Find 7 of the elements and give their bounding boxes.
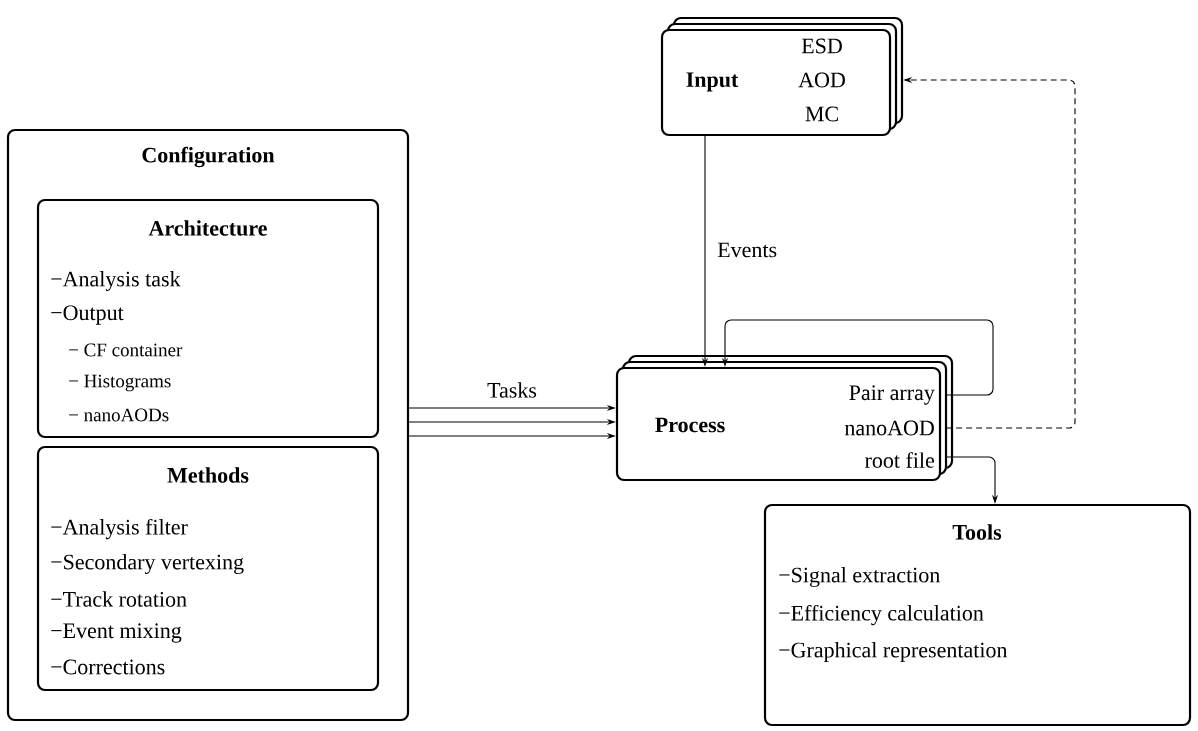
panel-box: Methods −Analysis filter −Secondary vertexing −Track rotation −Event mixing −Corrections: [36, 445, 380, 692]
panel-box: Architecture −Analysis task −Output − CF container − Histograms − nanoAODs: [36, 198, 380, 439]
stacked-box: Process Pair array nanoAOD root file: [615, 354, 954, 482]
stacked-box: Input ESD AOD MC: [660, 16, 904, 137]
panel-box: Tools −Signal extraction −Efficiency calculation −Graphical representation: [763, 503, 1192, 727]
edge-label: Tasks: [485, 380, 539, 400]
edge-label: Events: [715, 240, 780, 260]
